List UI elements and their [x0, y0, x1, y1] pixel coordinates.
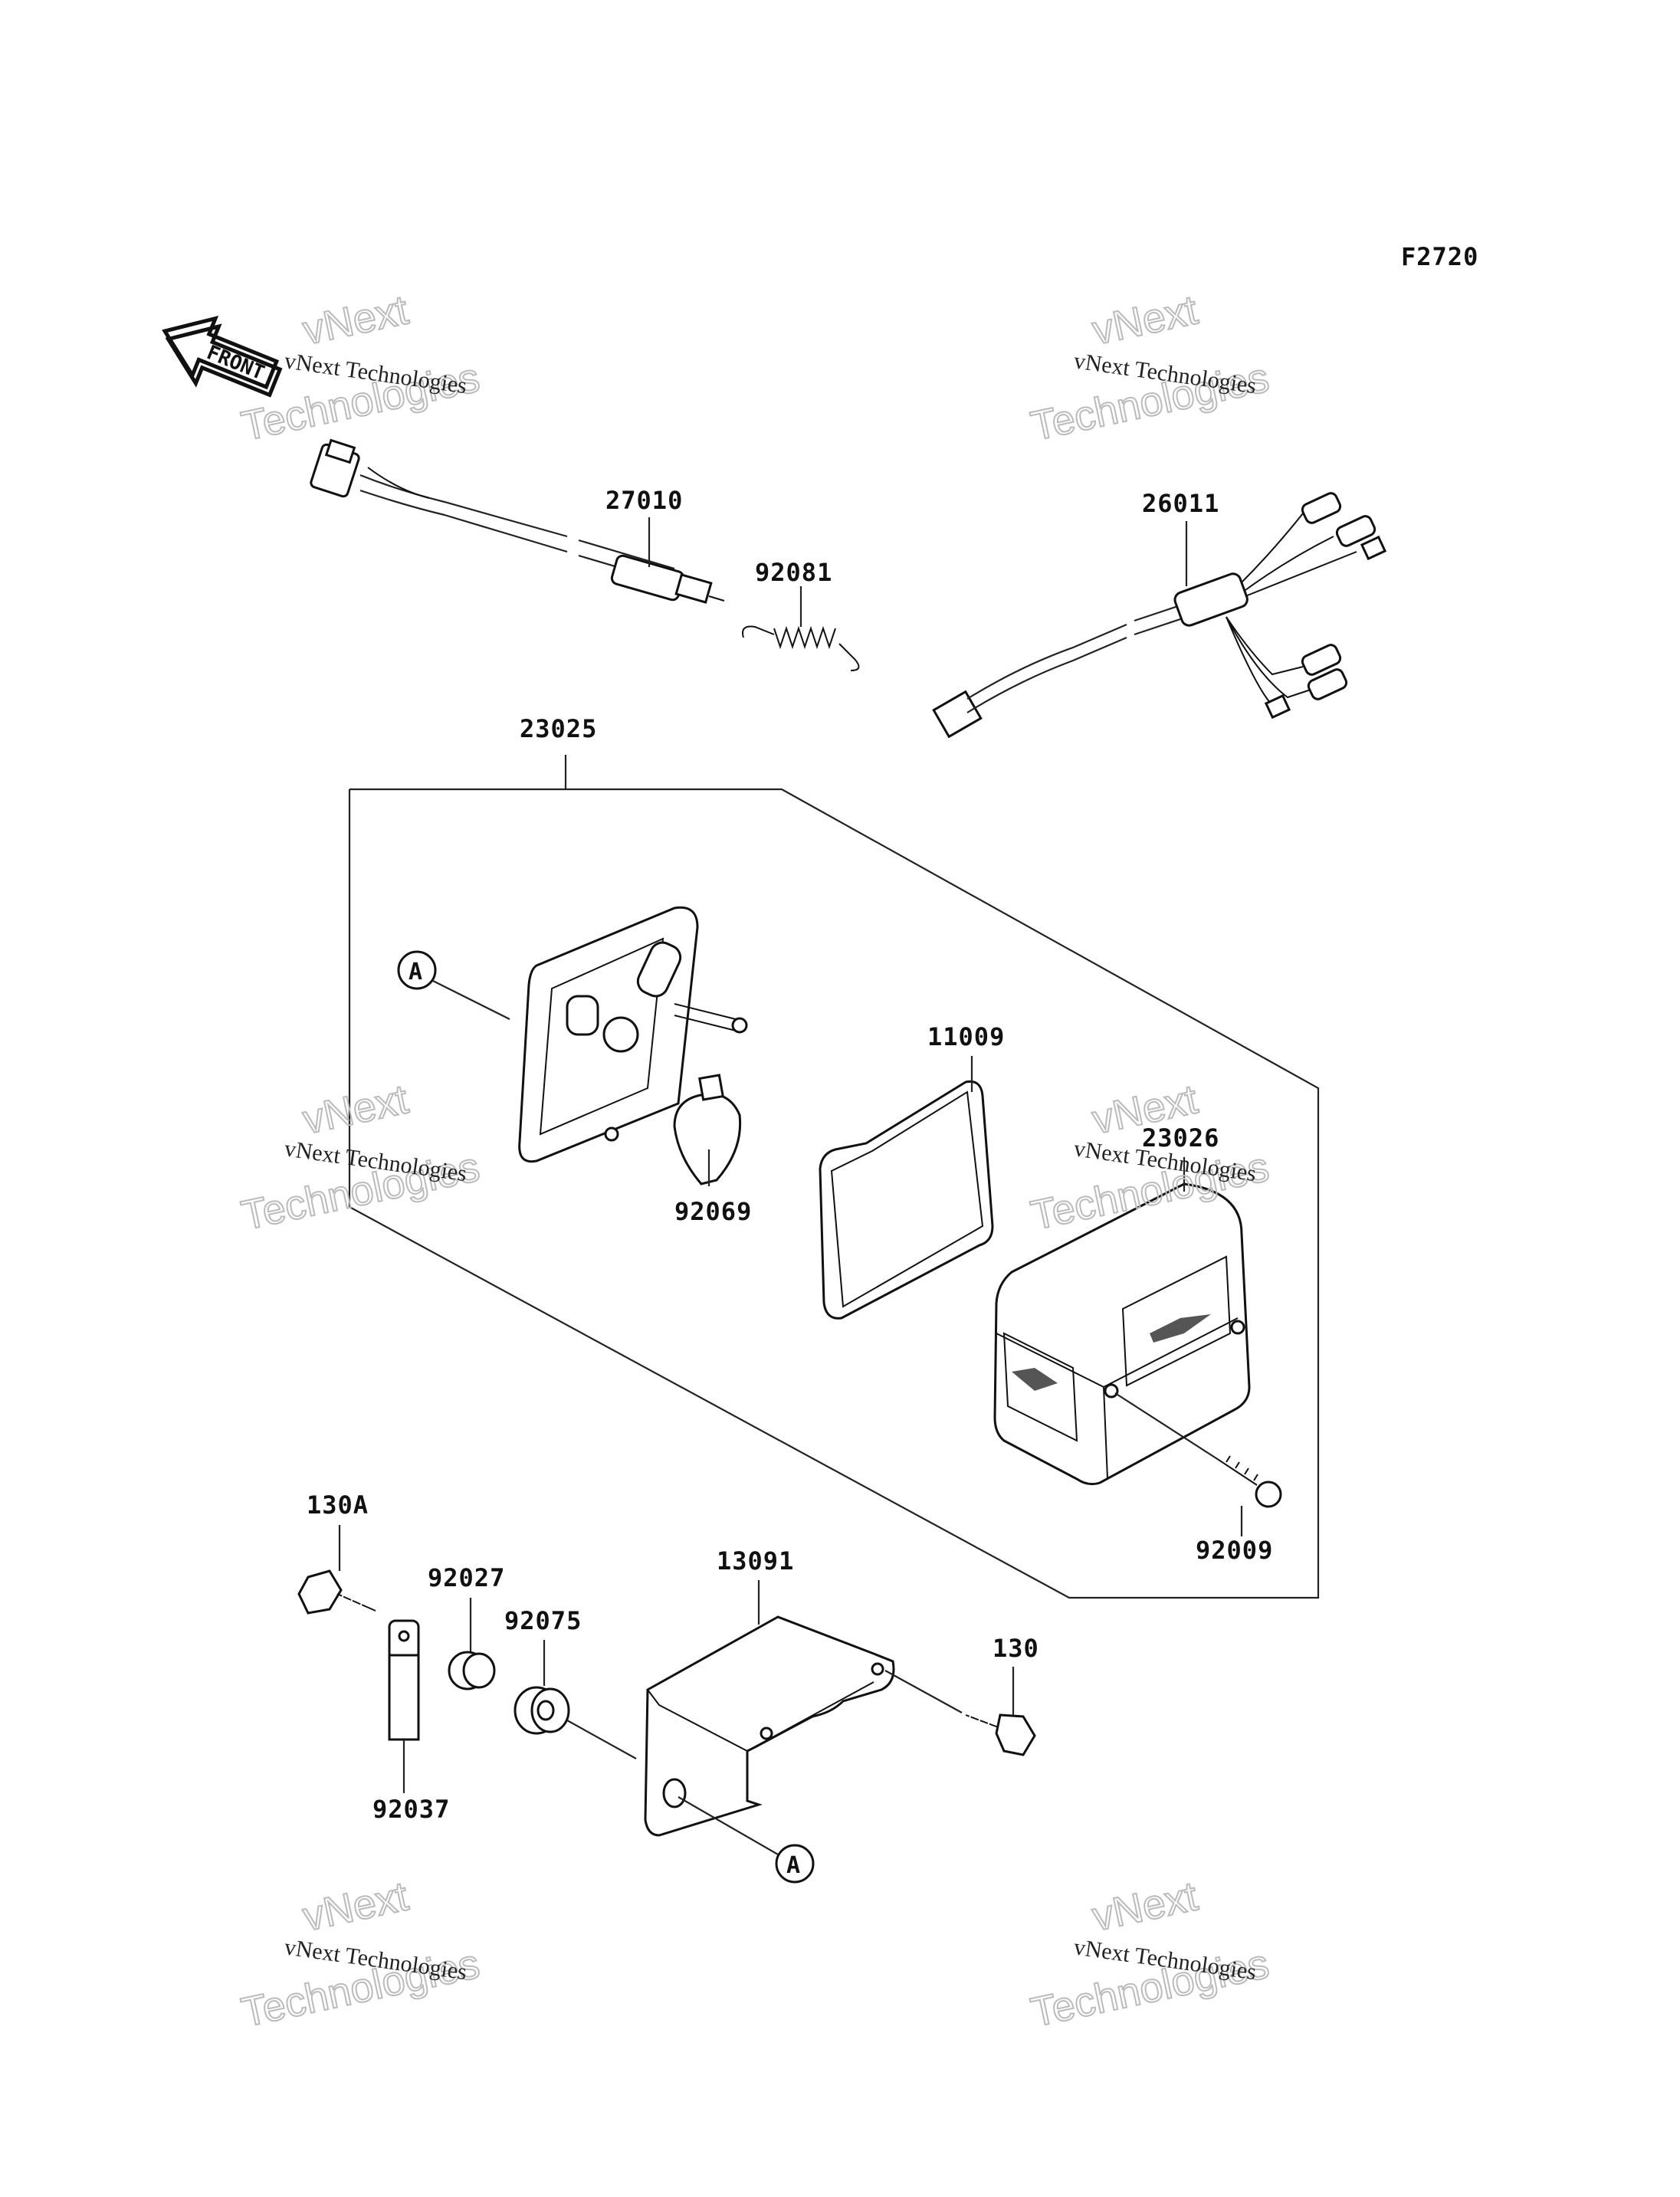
- part-130-drawing: [965, 1710, 1036, 1756]
- svg-text:vNext: vNext: [1088, 1873, 1202, 1940]
- part-label-23025: 23025: [520, 714, 597, 743]
- part-label-26011: 26011: [1142, 489, 1219, 518]
- part-label-92081: 92081: [755, 558, 832, 587]
- watermark-bottom-left: vNext Technologies vNext Technologies: [237, 1872, 484, 2036]
- part-26011-drawing: [932, 492, 1387, 739]
- part-label-92037: 92037: [372, 1795, 450, 1824]
- part-label-23026: 23026: [1142, 1123, 1219, 1153]
- part-92037-drawing: [388, 1619, 420, 1741]
- part-base-drawing: [518, 906, 748, 1163]
- part-label-11009: 11009: [927, 1022, 1005, 1051]
- part-label-92075: 92075: [504, 1606, 582, 1635]
- part-label-13091: 13091: [717, 1546, 794, 1576]
- part-label-130: 130: [993, 1634, 1039, 1663]
- svg-text:vNext: vNext: [299, 1076, 412, 1143]
- part-130A-drawing: [297, 1569, 376, 1615]
- part-label-92069: 92069: [674, 1197, 752, 1226]
- svg-text:vNext: vNext: [299, 287, 412, 353]
- part-92009-drawing: [1218, 1455, 1282, 1508]
- figure-code: F2720: [1401, 242, 1478, 271]
- watermark-top-right: vNext Technologies vNext Technologies: [1026, 286, 1274, 450]
- ref-marker-a-top: [397, 950, 437, 990]
- part-92027-drawing: [448, 1651, 496, 1690]
- ref-marker-a-bottom-label: A: [786, 1852, 800, 1879]
- part-27010-drawing: [310, 438, 725, 604]
- assembly-23025-outline: [348, 788, 1320, 1599]
- part-label-27010: 27010: [605, 486, 683, 515]
- watermark-middle-left: vNext Technologies vNext Technologies: [237, 1075, 484, 1239]
- ref-marker-a-top-label: A: [409, 959, 422, 985]
- part-label-92009: 92009: [1196, 1536, 1273, 1565]
- part-label-92027: 92027: [428, 1563, 505, 1592]
- part-92081-drawing: [742, 625, 860, 671]
- part-label-130A: 130A: [307, 1490, 369, 1520]
- part-11009-drawing: [819, 1080, 994, 1320]
- part-92069-drawing: [673, 1074, 742, 1185]
- part-23026-drawing: [993, 1182, 1251, 1486]
- part-92075-drawing: [514, 1686, 570, 1735]
- front-arrow-icon: FRONT: [162, 315, 283, 398]
- ref-marker-a-bottom: [775, 1844, 815, 1884]
- svg-text:vNext: vNext: [299, 1873, 412, 1940]
- part-13091-drawing: [644, 1615, 895, 1837]
- watermark-bottom-right: vNext Technologies vNext Technologies: [1026, 1872, 1274, 2036]
- svg-text:vNext: vNext: [1088, 287, 1202, 353]
